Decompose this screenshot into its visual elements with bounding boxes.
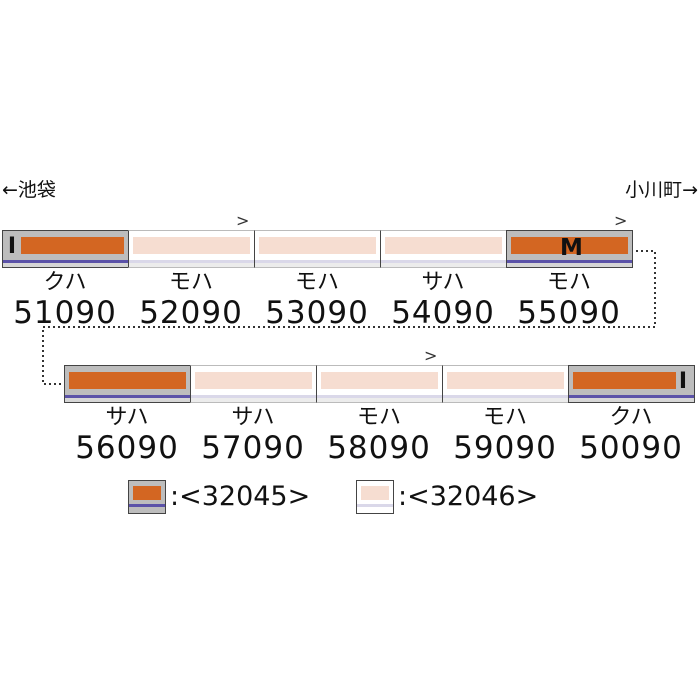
car-line-band <box>507 260 632 263</box>
car-54090 <box>380 230 507 268</box>
car-underframe <box>3 263 128 267</box>
car-underframe <box>381 263 506 267</box>
car-type-label: クハ <box>43 270 87 295</box>
destination-left: ←池袋 <box>2 179 56 201</box>
car-type-label: サハ <box>105 405 149 430</box>
car-underframe <box>507 263 632 267</box>
car-type-label: モハ <box>168 270 213 295</box>
destination-right: 小川町→ <box>625 179 698 201</box>
car-line-band <box>443 395 568 398</box>
car-56090 <box>64 365 191 403</box>
car-line-band <box>65 395 190 398</box>
car-type-label: モハ <box>546 270 591 295</box>
car-number-label: 55090 <box>517 295 621 331</box>
car-number-label: 58090 <box>327 430 431 466</box>
car-type-label: サハ <box>421 270 465 295</box>
car-50090: I <box>568 365 695 403</box>
car-type-label: サハ <box>231 405 275 430</box>
pantograph-icon: > <box>614 211 628 230</box>
car-type-label: モハ <box>294 270 339 295</box>
cab-mark: I <box>7 234 17 259</box>
cab-mark: I <box>678 369 688 394</box>
car-type-label: モハ <box>482 405 527 430</box>
car-line-band <box>317 395 442 398</box>
car-line-band <box>129 260 254 263</box>
car-53090 <box>254 230 381 268</box>
car-number-label: 54090 <box>391 295 495 331</box>
car-52090 <box>128 230 255 268</box>
car-57090 <box>190 365 317 403</box>
car-body-band <box>21 237 124 254</box>
car-underframe <box>191 398 316 402</box>
car-51090: I <box>2 230 129 268</box>
car-line-band <box>191 395 316 398</box>
car-line-band <box>255 260 380 263</box>
pantograph-icon: > <box>424 346 438 365</box>
car-59090 <box>442 365 569 403</box>
car-body-band <box>133 237 250 254</box>
legend-swatch-32046 <box>356 480 394 514</box>
car-58090 <box>316 365 443 403</box>
car-underframe <box>317 398 442 402</box>
car-body-band <box>321 372 438 389</box>
car-underframe <box>129 263 254 267</box>
car-line-band <box>3 260 128 263</box>
car-body-band <box>573 372 676 389</box>
car-underframe <box>443 398 568 402</box>
car-type-label: クハ <box>609 405 653 430</box>
pantograph-icon: > <box>236 211 250 230</box>
motor-mark: M <box>560 235 583 261</box>
car-line-band <box>569 395 694 398</box>
car-line-band <box>381 260 506 263</box>
car-body-band <box>385 237 502 254</box>
car-body-band <box>195 372 312 389</box>
car-underframe <box>569 398 694 402</box>
car-number-label: 51090 <box>13 295 117 331</box>
car-number-label: 53090 <box>265 295 369 331</box>
car-number-label: 52090 <box>139 295 243 331</box>
car-body-band <box>447 372 564 389</box>
car-underframe <box>255 263 380 267</box>
car-number-label: 57090 <box>201 430 305 466</box>
legend-label-32046: :<32046> <box>398 481 539 512</box>
car-number-label: 50090 <box>579 430 683 466</box>
car-number-label: 56090 <box>75 430 179 466</box>
legend-swatch-32045 <box>128 480 166 514</box>
car-body-band <box>259 237 376 254</box>
car-number-label: 59090 <box>453 430 557 466</box>
car-body-band <box>69 372 186 389</box>
car-55090: M <box>506 230 633 268</box>
car-body-band <box>511 237 628 254</box>
legend-label-32045: :<32045> <box>170 481 311 512</box>
car-underframe <box>65 398 190 402</box>
car-type-label: モハ <box>356 405 401 430</box>
